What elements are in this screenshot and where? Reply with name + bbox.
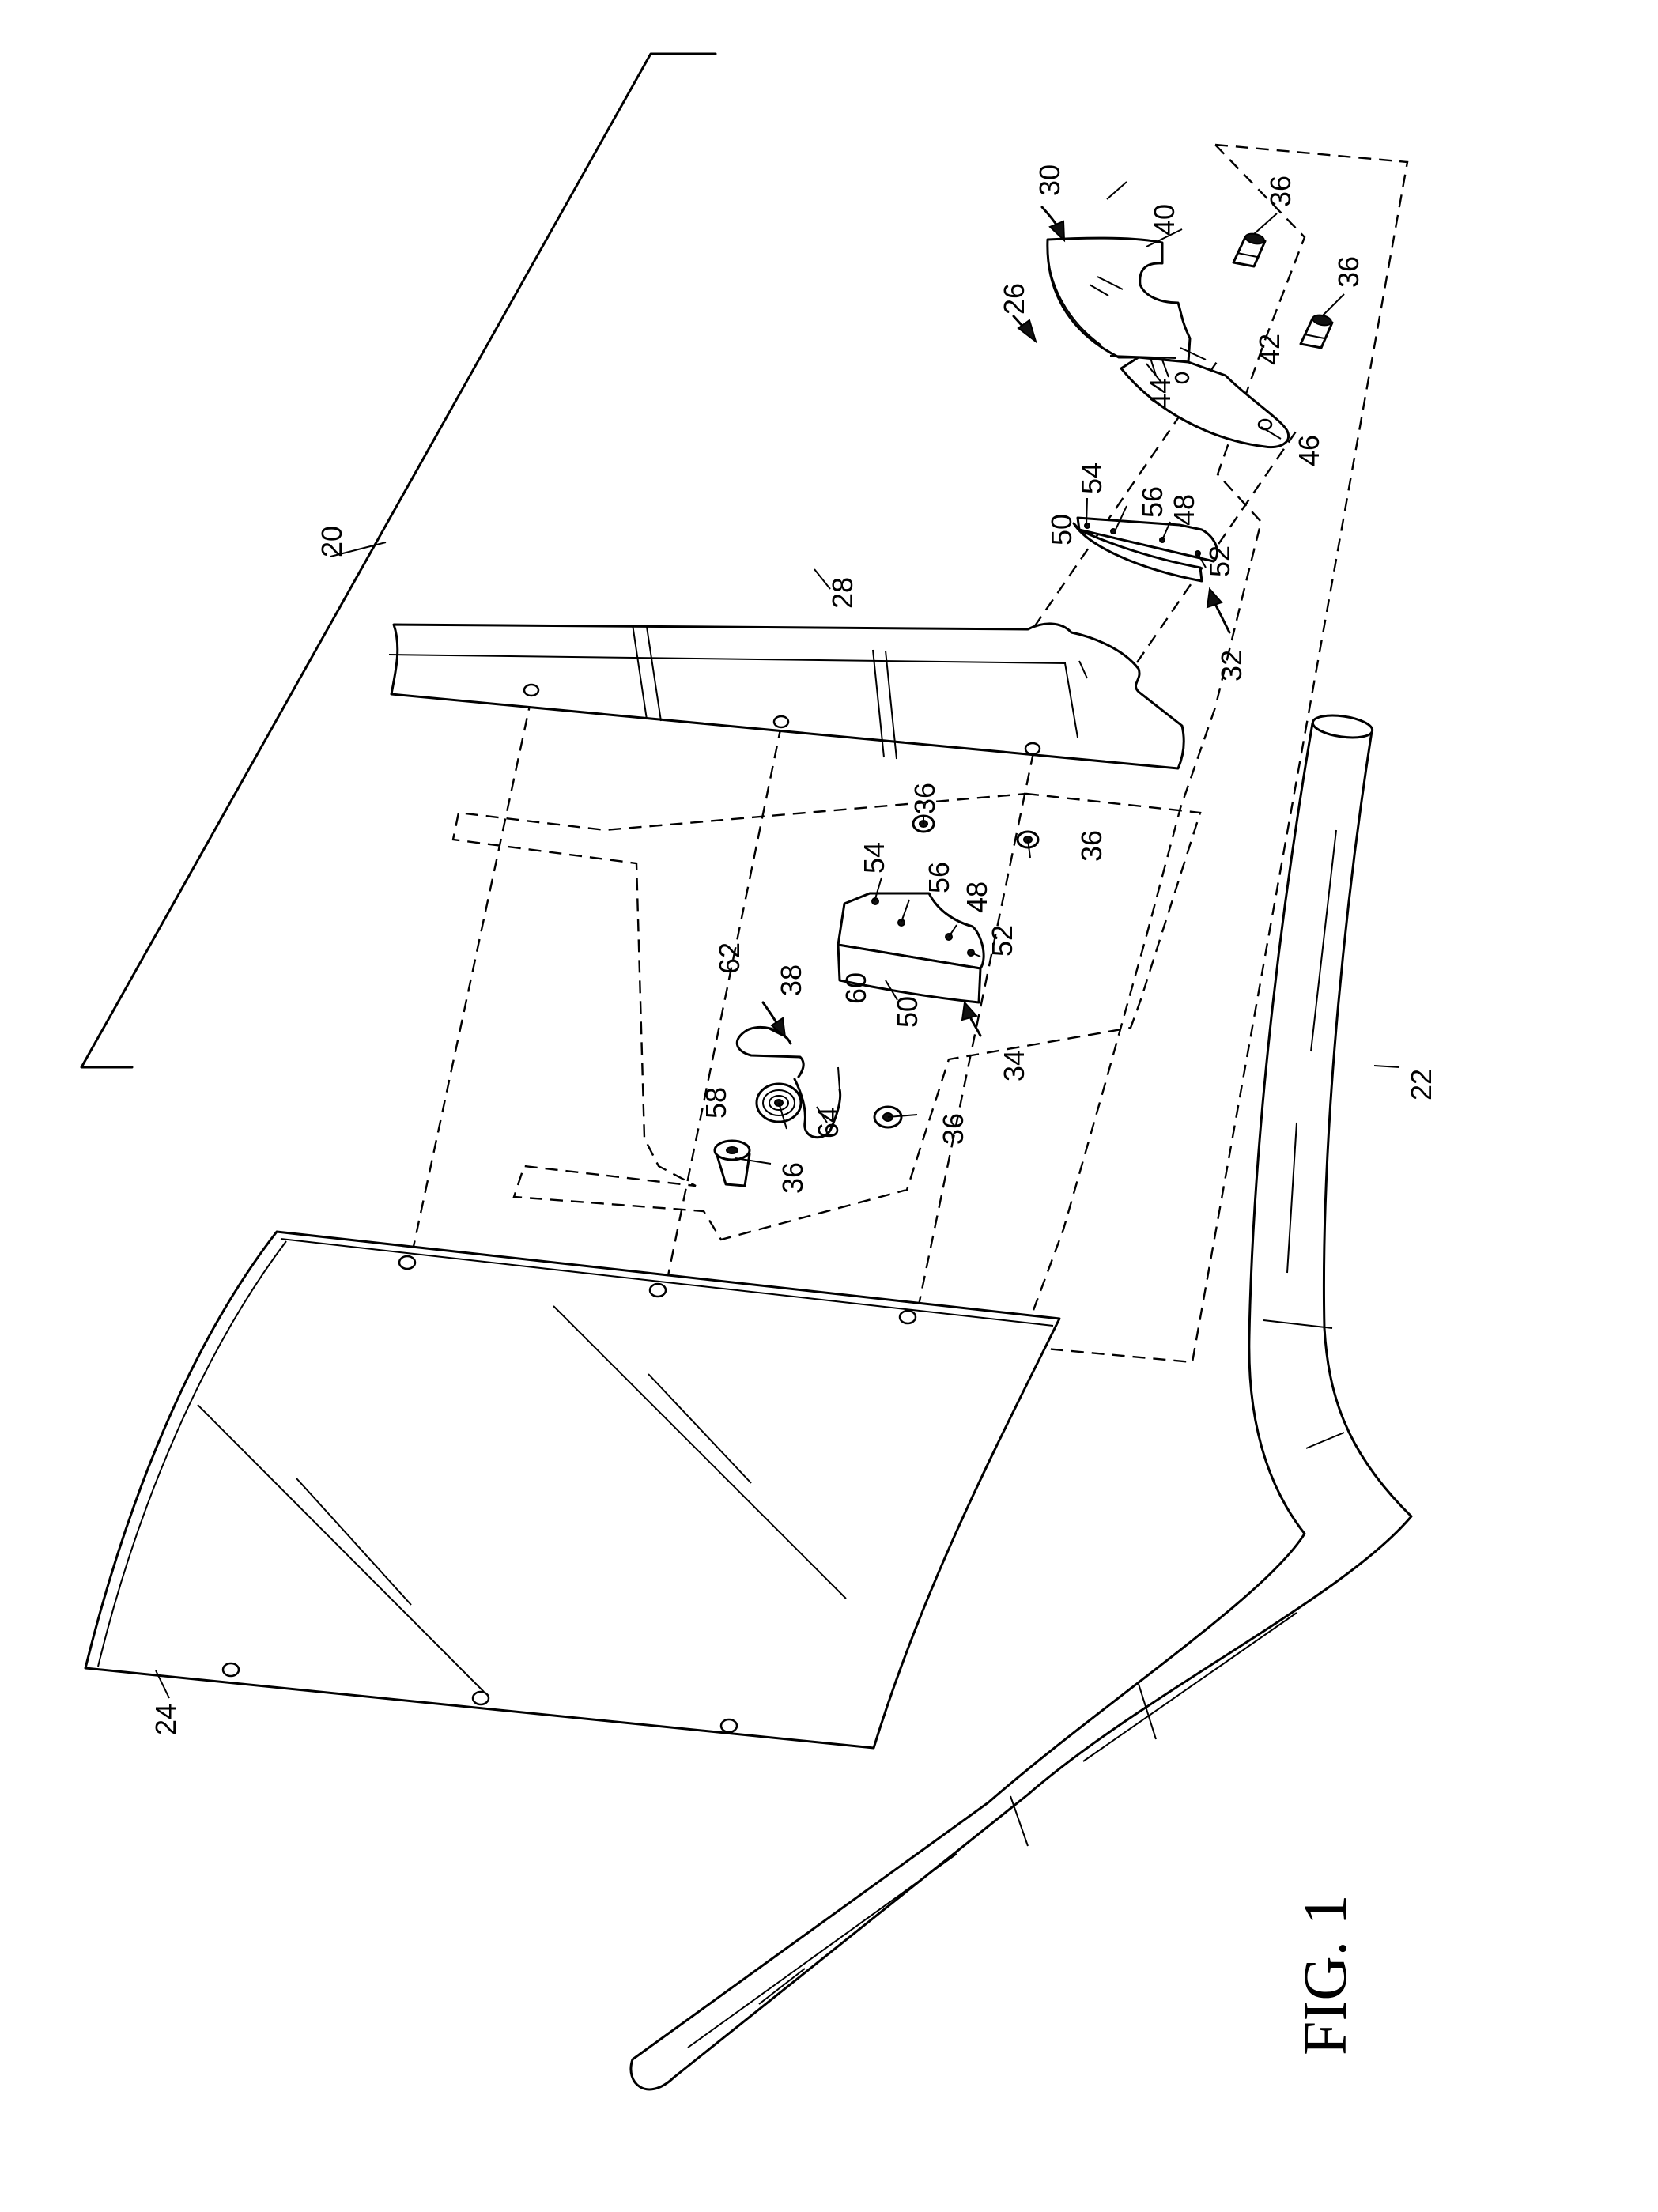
callout-36e: 36	[937, 1113, 969, 1145]
callout-36d: 36	[1075, 830, 1108, 862]
callout-54a: 54	[1075, 462, 1108, 494]
callout-58: 58	[700, 1087, 732, 1119]
callout-22: 22	[1405, 1069, 1437, 1100]
screw-36a	[1233, 232, 1265, 266]
callout-42: 42	[1253, 334, 1286, 365]
callout-34: 34	[998, 1050, 1030, 1081]
callout-36f: 36	[776, 1162, 809, 1194]
callout-60: 60	[840, 972, 872, 1004]
callout-62: 62	[713, 942, 746, 974]
callout-36b: 36	[1332, 256, 1365, 288]
callout-36c: 36	[908, 783, 941, 814]
callout-28: 28	[826, 577, 859, 609]
callout-36a: 36	[1264, 176, 1297, 207]
callout-38: 38	[775, 964, 807, 996]
callout-56a: 56	[1136, 486, 1169, 518]
callout-20: 20	[315, 526, 348, 557]
callout-40: 40	[1148, 204, 1180, 236]
callout-50a: 50	[1045, 514, 1078, 545]
curved-panel-24	[85, 1232, 1059, 1748]
callout-24: 24	[149, 1704, 182, 1735]
spacer-36f	[715, 1141, 750, 1186]
callout-32: 32	[1215, 650, 1248, 681]
callout-30: 30	[1033, 164, 1066, 196]
callout-52a: 52	[1203, 545, 1236, 577]
callout-64: 64	[812, 1107, 844, 1138]
screw-36b	[1301, 314, 1332, 348]
plate-32	[1074, 518, 1218, 581]
mounting-bar-28	[389, 624, 1184, 768]
callout-46: 46	[1293, 435, 1325, 466]
callout-54b: 54	[858, 842, 890, 874]
callout-48b: 48	[961, 881, 993, 913]
callout-44: 44	[1144, 378, 1176, 410]
figure-caption: FIG. 1	[1290, 1894, 1359, 2055]
callout-56b: 56	[923, 862, 955, 893]
clamp-body-30	[1048, 238, 1289, 447]
callout-50b: 50	[891, 996, 923, 1028]
callout-52b: 52	[986, 925, 1018, 957]
assembly-bracket-20	[81, 54, 716, 1067]
callout-48a: 48	[1168, 494, 1200, 526]
callout-26: 26	[998, 283, 1030, 315]
